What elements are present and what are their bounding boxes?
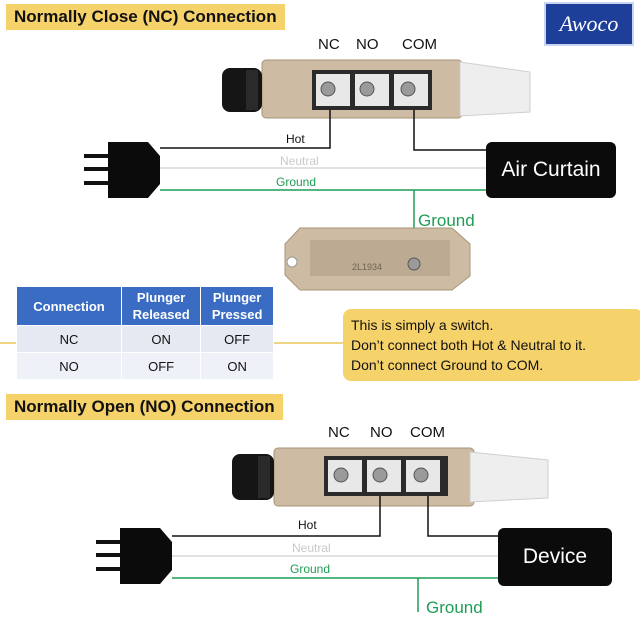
junction-box <box>284 227 471 291</box>
no-hot-label: Hot <box>298 518 317 532</box>
nc-ground-tag: Ground <box>418 211 475 230</box>
table-cell: OFF <box>200 325 274 353</box>
table-header-row: Connection Plunger Released Plunger Pres… <box>16 286 274 326</box>
nc-hot-wire <box>160 110 331 149</box>
no-terminal-no: NO <box>370 424 393 441</box>
nc-com-wire <box>413 110 488 151</box>
note-line: Don’t connect Ground to COM. <box>351 357 544 373</box>
nc-neutral-label: Neutral <box>280 154 319 168</box>
table-cell: NC <box>16 325 122 353</box>
table-header-connection: Connection <box>16 286 122 326</box>
warning-note: This is simply a switch. Don’t connect b… <box>343 309 640 381</box>
no-screw-1 <box>328 460 362 492</box>
no-screw-3 <box>406 460 440 492</box>
table-cell: ON <box>200 352 274 380</box>
table-row: NO OFF ON <box>16 352 274 380</box>
table-cell: NO <box>16 352 122 380</box>
table-header-pressed: Plunger Pressed <box>200 286 274 326</box>
note-line: This is simply a switch. <box>351 317 494 333</box>
nc-screw-1 <box>316 74 350 106</box>
nc-ground-label: Ground <box>276 175 317 189</box>
junction-box-marking: 2L1934 <box>352 262 383 272</box>
no-hot-wire <box>172 496 381 537</box>
nc-screw-3 <box>394 74 428 106</box>
table-header-released: Plunger Released <box>120 286 202 326</box>
table-cell: ON <box>120 325 202 353</box>
nc-hot-label: Hot <box>286 132 305 146</box>
no-terminal-com: COM <box>410 424 445 441</box>
table-cell: OFF <box>120 352 202 380</box>
no-limit-switch <box>232 447 549 507</box>
no-ground-tag: Ground <box>426 598 483 617</box>
nc-terminal-nc: NC <box>318 36 340 53</box>
no-screw-2 <box>367 460 401 492</box>
no-wires <box>172 496 500 612</box>
no-ground-label: Ground <box>290 562 331 576</box>
switch-state-table: Connection Plunger Released Plunger Pres… <box>16 286 274 380</box>
no-section-title: Normally Open (NO) Connection <box>6 394 283 420</box>
nc-wires <box>160 110 488 262</box>
device-box: Device <box>498 528 612 586</box>
brand-logo: Awoco <box>544 2 634 46</box>
no-neutral-label: Neutral <box>292 541 331 555</box>
nc-screw-2 <box>355 74 389 106</box>
table-row: NC ON OFF <box>16 325 274 353</box>
no-plug-icon <box>96 528 172 584</box>
air-curtain-box: Air Curtain <box>486 142 616 198</box>
nc-limit-switch <box>222 59 531 119</box>
nc-section-title: Normally Close (NC) Connection <box>6 4 285 30</box>
nc-terminal-no: NO <box>356 36 379 53</box>
no-com-wire <box>427 496 500 537</box>
nc-terminal-com: COM <box>402 36 437 53</box>
note-line: Don’t connect both Hot & Neutral to it. <box>351 337 587 353</box>
no-terminal-nc: NC <box>328 424 350 441</box>
nc-plug-icon <box>84 142 160 198</box>
